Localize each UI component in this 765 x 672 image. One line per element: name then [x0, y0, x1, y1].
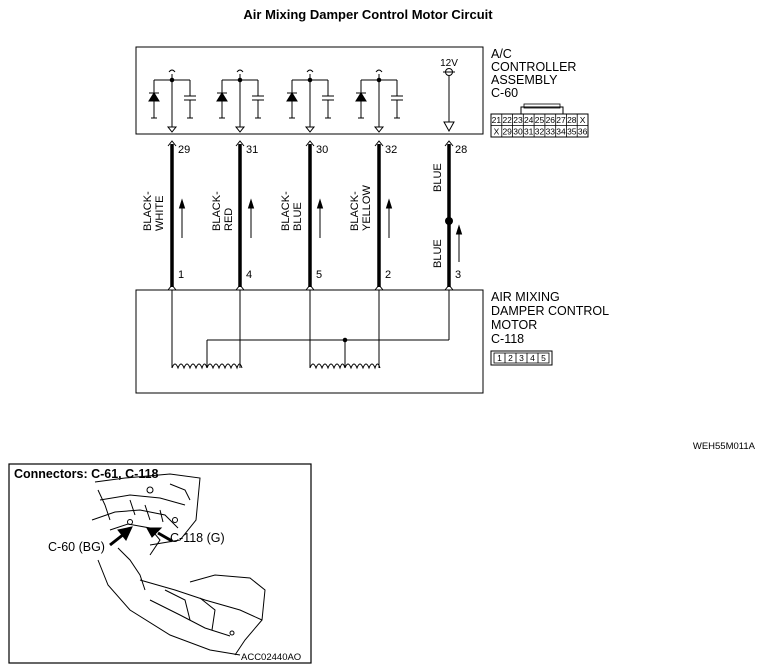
- motor-coils: [171, 290, 450, 370]
- c60-cell-24: 24: [524, 115, 534, 125]
- c118-cell-1: 1: [497, 353, 502, 363]
- pin-31: 31: [246, 144, 258, 156]
- wire-color-31-line2: RED: [223, 208, 235, 231]
- c118-cell-5: 5: [541, 353, 546, 363]
- connectors-box-title: Connectors: C-61, C-118: [14, 467, 159, 481]
- pin-1: 1: [178, 269, 184, 281]
- c60-cell-x-top: X: [580, 115, 586, 125]
- pin-2: 2: [385, 269, 391, 281]
- connectors-box: [8, 463, 312, 664]
- c60-cell-x-bottom: X: [494, 127, 500, 137]
- wire-color-29-line2: WHITE: [154, 196, 166, 231]
- wire-color-29-line1: BLACK-: [142, 191, 154, 231]
- wire-color-28-upper: BLUE: [432, 163, 444, 192]
- c60-cell-29: 29: [502, 127, 512, 137]
- driver-circuit-3: [286, 69, 334, 133]
- motor-label-line-3: MOTOR: [491, 318, 537, 332]
- connectors-box-code: ACC02440AO: [241, 652, 301, 663]
- wire-color-30-line1: BLACK-: [280, 191, 292, 231]
- wire-color-31-line1: BLACK-: [211, 191, 223, 231]
- connector-label-c60: C-60 (BG): [48, 540, 105, 554]
- c60-cell-31: 31: [524, 127, 534, 137]
- wire-color-32-line1: BLACK-: [349, 191, 361, 231]
- pin-5: 5: [316, 269, 322, 281]
- voltage-label: 12V: [440, 58, 458, 69]
- pin-29: 29: [178, 144, 190, 156]
- connector-arrows: [109, 526, 173, 547]
- c60-cell-23: 23: [513, 115, 523, 125]
- controller-label-line-4: C-60: [491, 86, 518, 100]
- driver-circuit-4: [355, 69, 403, 133]
- diagram-code: WEH55M011A: [693, 441, 756, 452]
- c60-cell-26: 26: [546, 115, 556, 125]
- c60-cell-36: 36: [578, 127, 588, 137]
- motor-label-line-4: C-118: [491, 332, 524, 346]
- c60-cell-33: 33: [546, 127, 556, 137]
- motor-label-line-1: AIR MIXING: [491, 290, 560, 304]
- c118-cell-2: 2: [508, 353, 513, 363]
- c118-cell-3: 3: [519, 353, 524, 363]
- c60-cell-21: 21: [492, 115, 502, 125]
- pin-32: 32: [385, 144, 397, 156]
- wires: [167, 140, 463, 291]
- driver-circuit-1: [148, 69, 196, 133]
- pin-28: 28: [455, 144, 467, 156]
- pin-30: 30: [316, 144, 328, 156]
- wire-color-28-lower: BLUE: [432, 239, 444, 268]
- diagram-title: Air Mixing Damper Control Motor Circuit: [243, 7, 493, 22]
- connector-label-c118: C-118 (G): [170, 531, 225, 545]
- wire-color-30-line2: BLUE: [292, 202, 304, 231]
- controller-box: [135, 46, 484, 135]
- c60-cell-32: 32: [535, 127, 545, 137]
- c60-cell-30: 30: [513, 127, 523, 137]
- console-illustration: [91, 473, 266, 656]
- controller-label-line-1: A/C: [491, 47, 512, 61]
- pin-4: 4: [246, 269, 252, 281]
- c60-cell-35: 35: [567, 127, 577, 137]
- controller-connector-c60: 21 22 23 24 25 26 27 28 X X 29 30 31 32 …: [490, 103, 589, 138]
- controller-label-line-3: ASSEMBLY: [491, 73, 558, 87]
- motor-connector-c118: 1 2 3 4 5: [490, 350, 553, 366]
- wire-color-32-line2: YELLOW: [361, 185, 373, 231]
- c60-cell-28: 28: [567, 115, 577, 125]
- controller-label-line-2: CONTROLLER: [491, 60, 576, 74]
- c60-cell-22: 22: [502, 115, 512, 125]
- wire-28-3-splice: [445, 217, 453, 225]
- c60-cell-25: 25: [535, 115, 545, 125]
- motor-label-line-2: DAMPER CONTROL: [491, 304, 609, 318]
- supply-12v-circuit: [443, 68, 455, 133]
- c118-cell-4: 4: [530, 353, 535, 363]
- c60-cell-27: 27: [556, 115, 566, 125]
- pin-3: 3: [455, 269, 461, 281]
- driver-circuit-2: [216, 69, 264, 133]
- c60-cell-34: 34: [556, 127, 566, 137]
- controller-internal-circuits: [148, 68, 455, 133]
